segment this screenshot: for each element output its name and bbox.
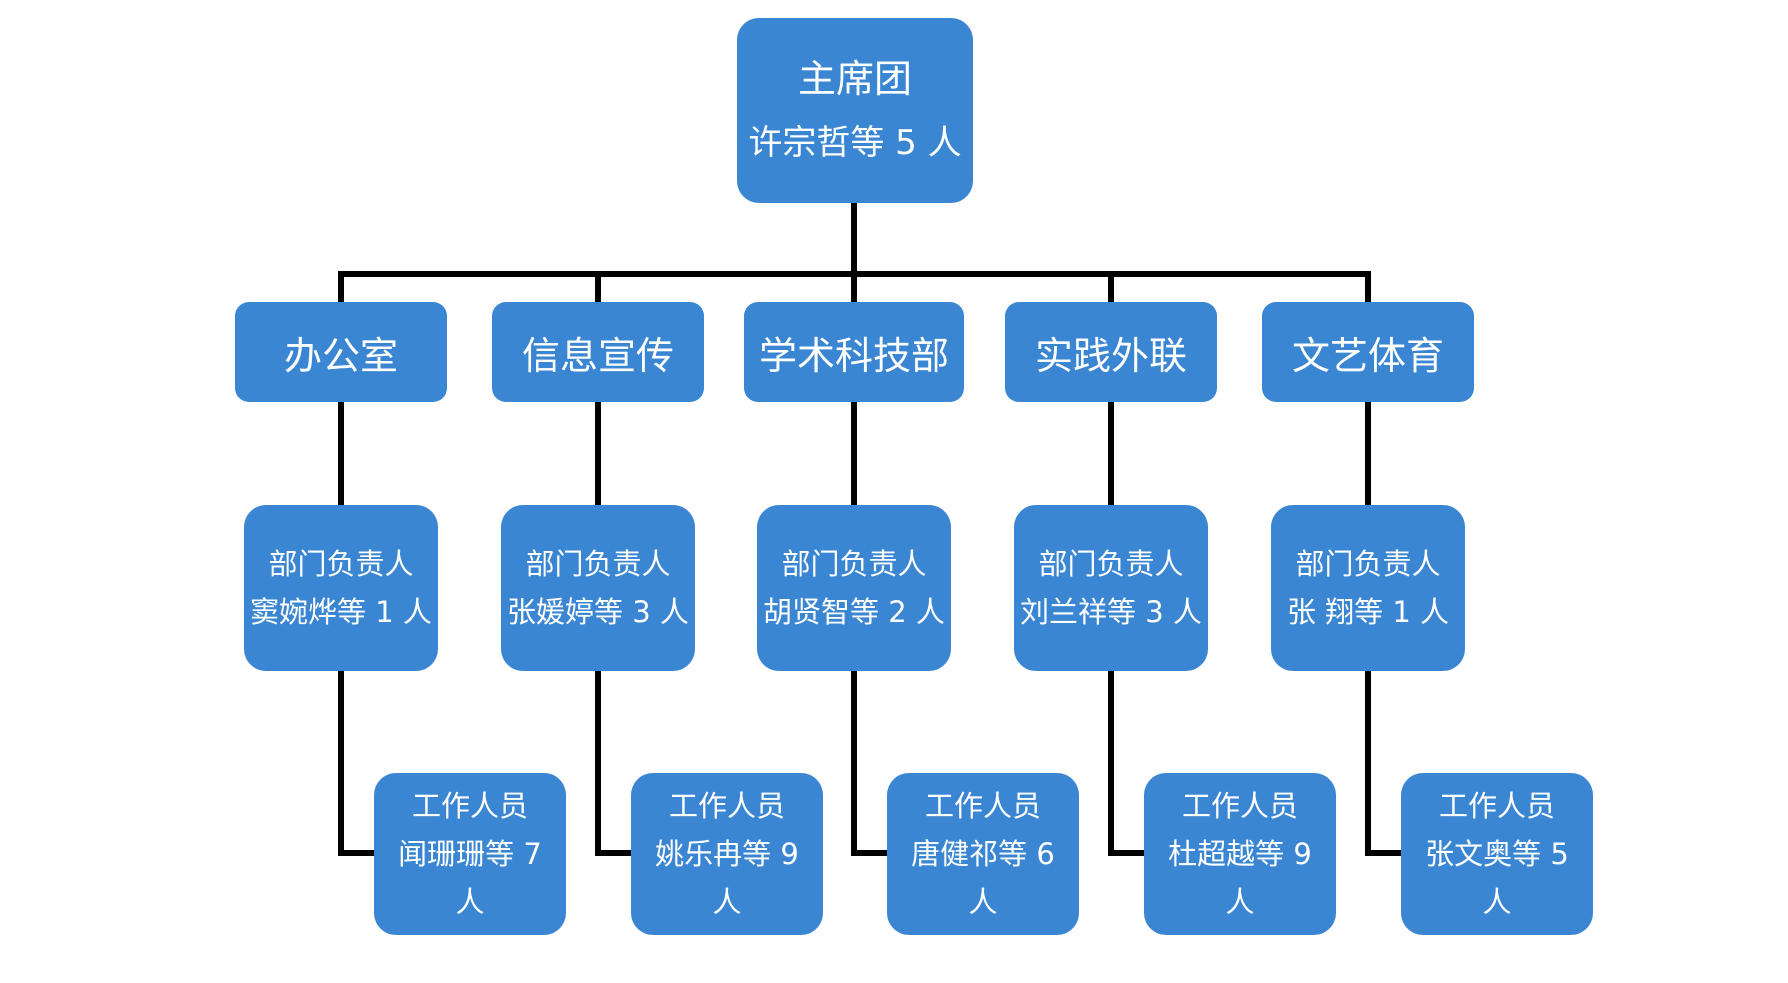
staff-label: 工作人员 — [1438, 789, 1555, 823]
staff-value: 张文奥等 5 人 — [1425, 837, 1569, 919]
department-name: 文艺体育 — [1291, 333, 1444, 378]
staff-label: 工作人员 — [668, 789, 785, 823]
lead-value: 张媛婷等 3 人 — [507, 595, 689, 629]
lead-label: 部门负责人 — [268, 547, 414, 581]
department-lead-node: 部门负责人窦婉烨等 1 人 — [244, 505, 438, 671]
staff-node: 工作人员杜超越等 9 人 — [1144, 773, 1336, 935]
department-node: 文艺体育 — [1262, 302, 1474, 402]
staff-node: 工作人员闻珊珊等 7 人 — [374, 773, 566, 935]
lead-label: 部门负责人 — [525, 547, 671, 581]
department-node: 学术科技部 — [744, 302, 964, 402]
staff-node: 工作人员张文奥等 5 人 — [1401, 773, 1593, 935]
department-node: 办公室 — [235, 302, 447, 402]
lead-value: 胡贤智等 2 人 — [763, 595, 945, 629]
department-lead-node: 部门负责人刘兰祥等 3 人 — [1014, 505, 1208, 671]
department-name: 实践外联 — [1034, 333, 1187, 378]
staff-label: 工作人员 — [411, 789, 528, 823]
staff-node: 工作人员姚乐冉等 9 人 — [631, 773, 823, 935]
department-node: 实践外联 — [1005, 302, 1217, 402]
lead-value: 刘兰祥等 3 人 — [1020, 595, 1202, 629]
lead-label: 部门负责人 — [781, 547, 927, 581]
lead-value: 窦婉烨等 1 人 — [250, 595, 432, 629]
department-name: 学术科技部 — [758, 333, 949, 378]
department-node: 信息宣传 — [492, 302, 704, 402]
staff-value: 闻珊珊等 7 人 — [398, 837, 542, 919]
department-name: 办公室 — [283, 333, 398, 378]
department-lead-node: 部门负责人张 翔等 1 人 — [1271, 505, 1465, 671]
staff-label: 工作人员 — [924, 789, 1041, 823]
lead-value: 张 翔等 1 人 — [1286, 595, 1450, 629]
root-subtitle: 许宗哲等 5 人 — [748, 122, 962, 163]
lead-label: 部门负责人 — [1295, 547, 1441, 581]
department-lead-node: 部门负责人张媛婷等 3 人 — [501, 505, 695, 671]
staff-node: 工作人员唐健祁等 6 人 — [887, 773, 1079, 935]
department-name: 信息宣传 — [521, 333, 674, 378]
department-lead-node: 部门负责人胡贤智等 2 人 — [757, 505, 951, 671]
staff-value: 杜超越等 9 人 — [1168, 837, 1312, 919]
staff-label: 工作人员 — [1181, 789, 1298, 823]
root-title: 主席团 — [797, 56, 912, 101]
staff-value: 唐健祁等 6 人 — [911, 837, 1055, 919]
lead-label: 部门负责人 — [1038, 547, 1184, 581]
root-node: 主席团 许宗哲等 5 人 — [737, 18, 973, 203]
staff-value: 姚乐冉等 9 人 — [655, 837, 799, 919]
